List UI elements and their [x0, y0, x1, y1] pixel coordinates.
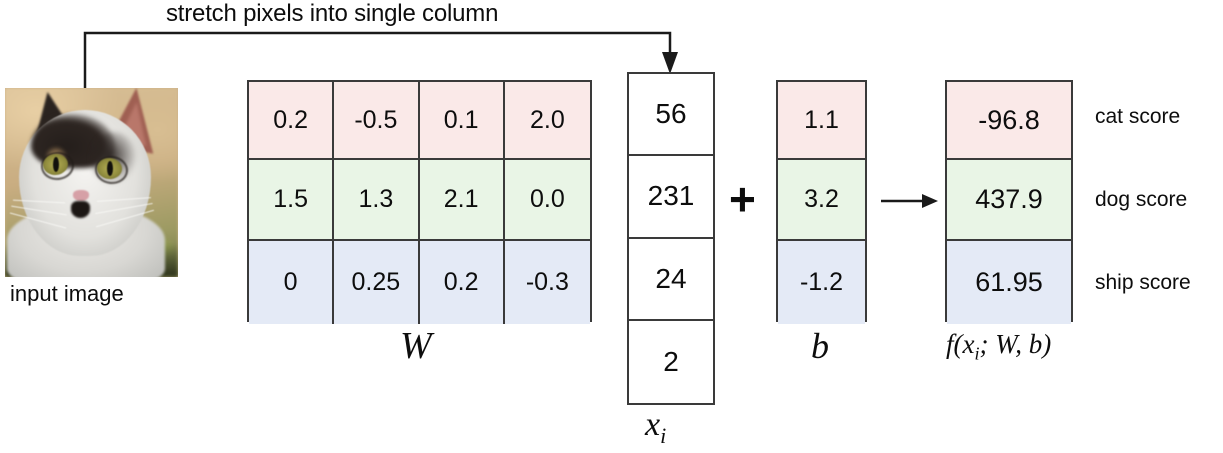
w-cell-2-1: 0.25 [334, 241, 420, 324]
b-cell-ship: -1.2 [778, 241, 865, 324]
b-cell-cat: 1.1 [778, 82, 865, 160]
score-function-head: f(x [946, 329, 975, 359]
dog-score-label: dog score [1095, 188, 1188, 211]
w-cell-2-3: -0.3 [504, 241, 590, 324]
input-vector-label-base: x [645, 406, 661, 443]
input-vector-label: xi [645, 406, 666, 449]
score-function-sub: i [974, 343, 980, 364]
w-cell-0-2: 0.1 [419, 82, 505, 160]
x-cell-0: 56 [629, 74, 713, 157]
ship-score-label: ship score [1095, 271, 1191, 294]
diagram-title: stretch pixels into single column [166, 0, 499, 27]
plus-operator: + [729, 173, 756, 225]
bias-vector-label: b [811, 326, 829, 366]
score-function-tail: ; W, b) [979, 329, 1052, 359]
score-cell-ship: 61.95 [947, 241, 1071, 324]
input-image-caption: input image [10, 281, 124, 306]
w-cell-1-2: 2.1 [419, 160, 505, 241]
x-cell-3: 2 [629, 320, 713, 403]
input-vector-label-sub: i [660, 422, 667, 448]
weights-matrix: 0.2 -0.5 0.1 2.0 1.5 1.3 2.1 0.0 0 0.25 … [247, 80, 592, 324]
w-cell-1-0: 1.5 [249, 160, 335, 241]
b-cell-dog: 3.2 [778, 160, 865, 241]
w-cell-1-3: 0.0 [504, 160, 590, 241]
w-cell-2-2: 0.2 [419, 241, 505, 324]
w-cell-0-0: 0.2 [249, 82, 335, 160]
w-cell-1-1: 1.3 [334, 160, 420, 241]
cat-score-label: cat score [1095, 105, 1181, 128]
score-cell-dog: 437.9 [947, 160, 1071, 241]
x-cell-2: 24 [629, 238, 713, 321]
score-cell-cat: -96.8 [947, 82, 1071, 160]
x-cell-1: 231 [629, 156, 713, 239]
input-image-photo [5, 88, 178, 277]
w-cell-0-1: -0.5 [334, 82, 420, 160]
score-vector: -96.8 437.9 61.95 [945, 80, 1073, 324]
w-cell-2-0: 0 [249, 241, 335, 324]
w-cell-0-3: 2.0 [504, 82, 590, 160]
bias-vector: 1.1 3.2 -1.2 [776, 80, 867, 324]
score-function-label: f(xi; W, b) [946, 329, 1051, 364]
input-vector: 56 231 24 2 [627, 72, 715, 405]
weights-matrix-label: W [400, 325, 432, 367]
